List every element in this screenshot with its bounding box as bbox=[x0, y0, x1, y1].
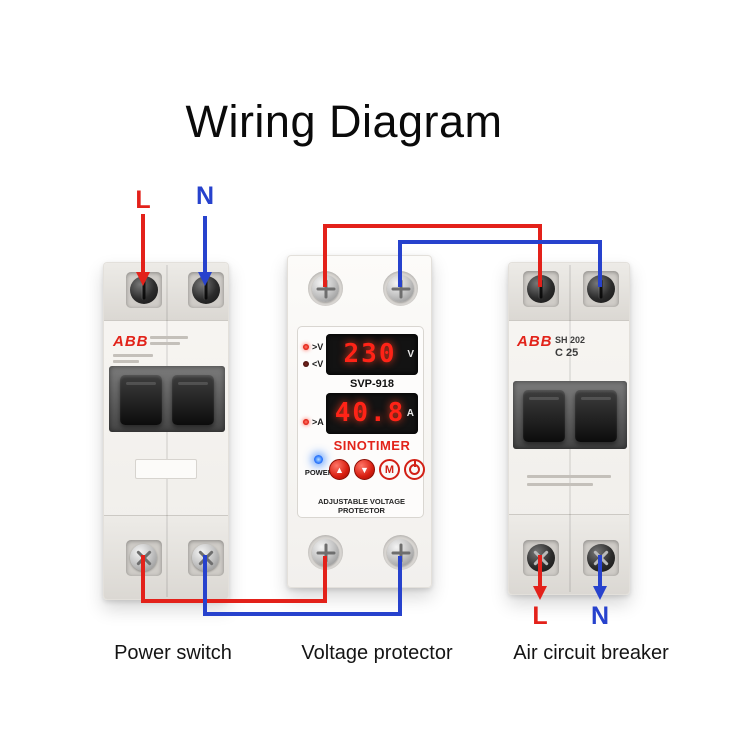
switch-panel bbox=[109, 366, 225, 432]
terminal-screw-icon bbox=[192, 544, 219, 571]
model-label: SH 202 bbox=[555, 335, 586, 345]
print-line bbox=[150, 336, 188, 339]
red-led-icon bbox=[303, 361, 309, 367]
output-neutral-label: N bbox=[590, 602, 610, 630]
print-line bbox=[527, 475, 611, 478]
over-current-indicator: >A bbox=[303, 417, 324, 427]
current-value: 40.8 bbox=[334, 398, 406, 428]
switch-panel bbox=[513, 381, 627, 449]
up-button: ▲ bbox=[329, 459, 350, 480]
current-display: 40.8 A bbox=[326, 393, 418, 434]
print-line bbox=[527, 483, 593, 486]
print-line bbox=[113, 360, 139, 363]
model-label: SVP-918 bbox=[349, 378, 395, 390]
power-button bbox=[404, 459, 425, 480]
mode-button: M bbox=[379, 459, 400, 480]
breaker-toggle bbox=[523, 390, 565, 442]
terminal-screw-icon bbox=[312, 275, 339, 302]
down-button: ▼ bbox=[354, 459, 375, 480]
voltage-display: 230 V bbox=[326, 334, 418, 375]
breaker-toggle bbox=[575, 390, 617, 442]
print-line bbox=[113, 354, 153, 357]
power-icon bbox=[409, 461, 420, 475]
power-label: POWER bbox=[304, 468, 334, 477]
breaker-toggle bbox=[120, 375, 162, 425]
brand-label: SINOTIMER bbox=[333, 438, 411, 453]
voltage-protector-face: 230 V SVP-918 40.8 A >V <V >A SINOTIMER bbox=[297, 326, 425, 518]
over-voltage-indicator: >V bbox=[303, 342, 323, 352]
terminal-screw-icon bbox=[192, 276, 220, 304]
indicator-label: >A bbox=[312, 417, 324, 427]
terminal-screw-icon bbox=[587, 544, 615, 572]
label-window bbox=[135, 459, 197, 479]
terminal-screw-icon bbox=[387, 275, 414, 302]
output-live-label: L bbox=[532, 602, 548, 630]
terminal-screw-icon bbox=[527, 544, 555, 572]
power-switch-caption: Power switch bbox=[114, 642, 232, 664]
button-row: ▲ ▼ M bbox=[329, 459, 425, 480]
terminal-screw-icon bbox=[130, 276, 158, 304]
page-title: Wiring Diagram bbox=[185, 96, 503, 147]
terminal-screw-icon bbox=[387, 539, 414, 566]
red-led-icon bbox=[303, 344, 309, 350]
voltage-value: 230 bbox=[343, 339, 397, 369]
terminal-screw-icon bbox=[527, 275, 555, 303]
rating-label: C 25 bbox=[555, 347, 579, 359]
power-led-icon bbox=[314, 455, 323, 464]
terminal-screw-icon bbox=[312, 539, 339, 566]
input-live-label: L bbox=[135, 186, 151, 214]
indicator-label: <V bbox=[312, 359, 324, 369]
under-voltage-indicator: <V bbox=[303, 359, 323, 369]
voltage-protector-device: 230 V SVP-918 40.8 A >V <V >A SINOTIMER bbox=[287, 255, 432, 588]
footer-label: ADJUSTABLE VOLTAGE PROTECTOR bbox=[317, 497, 406, 515]
print-line bbox=[150, 342, 180, 345]
air-circuit-breaker-caption: Air circuit breaker bbox=[513, 642, 669, 664]
terminal-screw-icon bbox=[587, 275, 615, 303]
breaker-toggle bbox=[172, 375, 214, 425]
terminal-screw-icon bbox=[130, 544, 157, 571]
power-switch-device: ABB bbox=[103, 262, 229, 600]
abb-logo: ABB bbox=[517, 333, 553, 350]
voltage-protector-caption: Voltage protector bbox=[301, 642, 453, 664]
abb-logo: ABB bbox=[113, 333, 149, 350]
input-neutral-label: N bbox=[195, 182, 215, 210]
air-circuit-breaker-device: ABB SH 202 C 25 bbox=[508, 262, 630, 595]
voltage-unit: V bbox=[407, 349, 414, 360]
current-unit: A bbox=[406, 408, 414, 419]
indicator-label: >V bbox=[312, 342, 324, 352]
red-led-icon bbox=[303, 419, 309, 425]
